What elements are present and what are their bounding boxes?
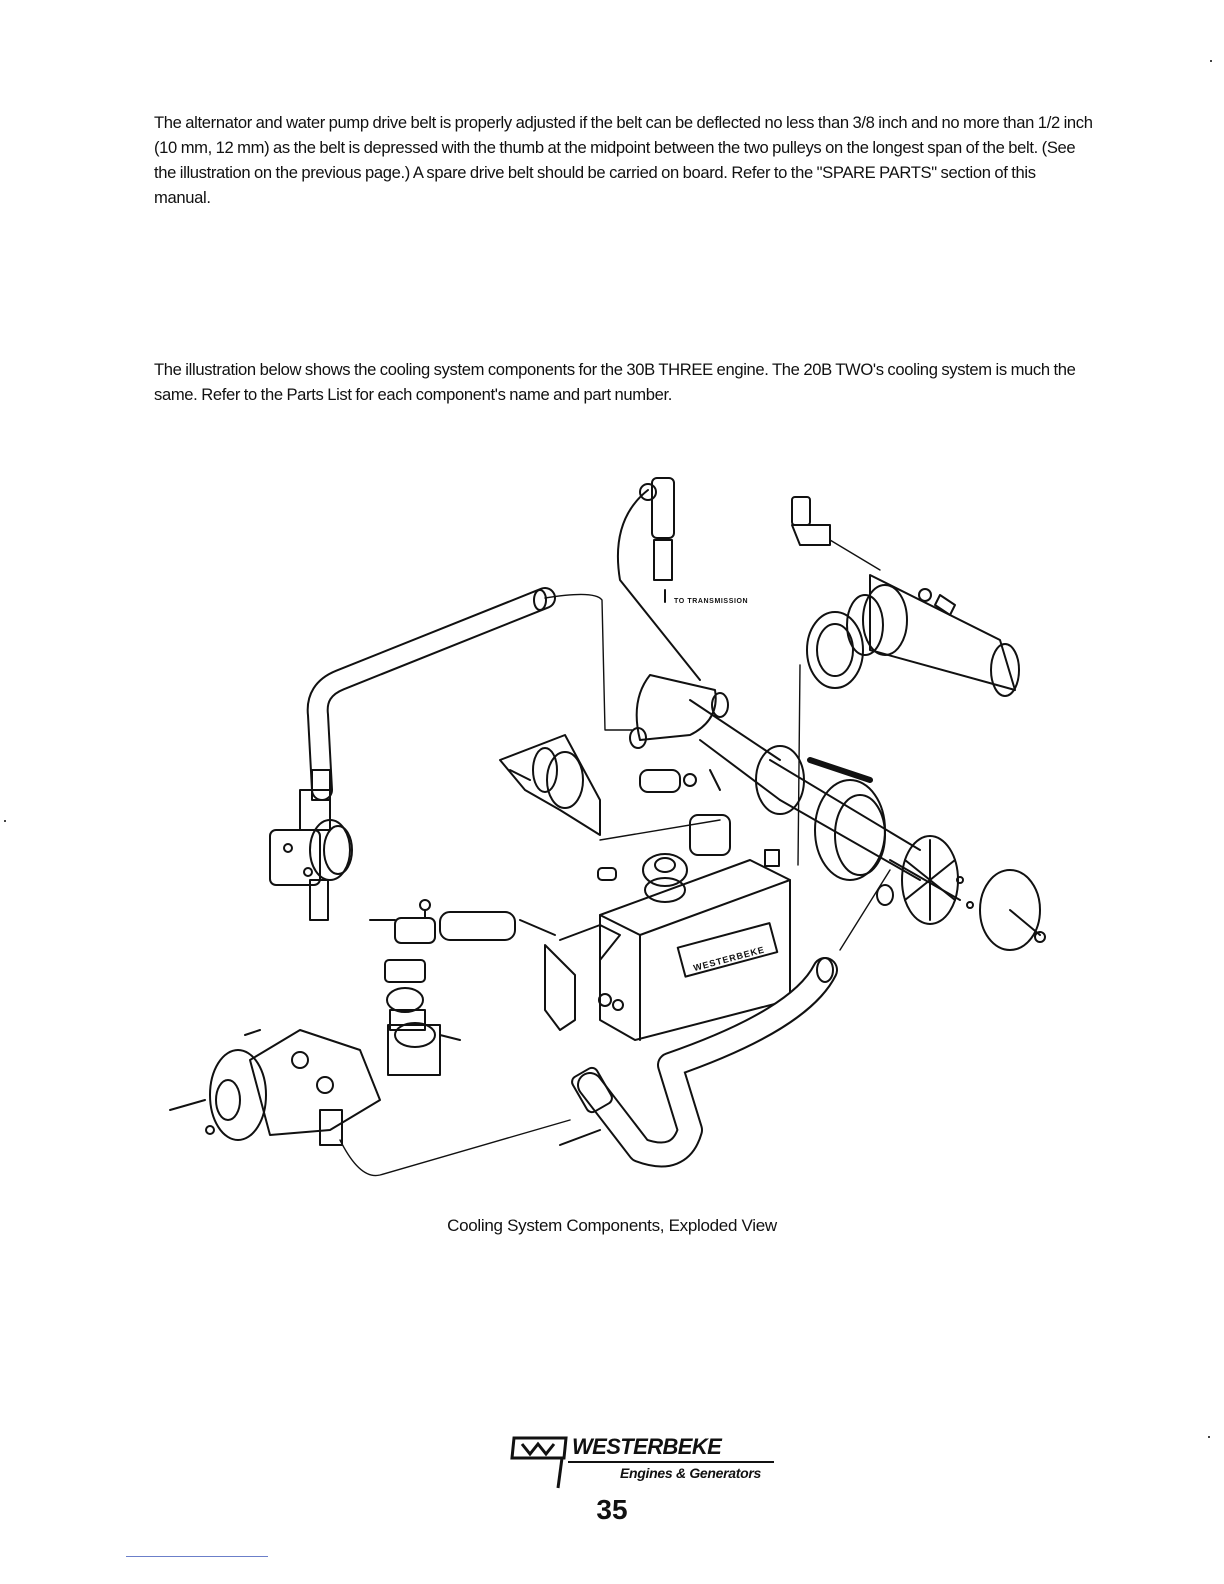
raw-water-pump (169, 1029, 381, 1146)
transmission-line: TO TRANSMISSION (616, 477, 748, 681)
brand-name: WESTERBEKE (572, 1434, 722, 1459)
end-cap-assembly (806, 574, 1020, 697)
scan-speck (1210, 60, 1212, 62)
heat-exchanger (629, 674, 1046, 951)
circulating-pump (269, 789, 353, 921)
thermostat-housing (369, 899, 556, 1076)
elbow-fitting (791, 496, 881, 571)
upper-hose (306, 587, 556, 801)
transmission-callout: TO TRANSMISSION (674, 598, 748, 605)
cooling-system-paragraph: The illustration below shows the cooling… (154, 360, 1076, 404)
scan-speck (4, 820, 6, 822)
belt-adjustment-paragraph: The alternator and water pump drive belt… (154, 113, 1093, 207)
westerbeke-logo: WESTERBEKE Engines & Generators (510, 1432, 780, 1494)
brand-tagline: Engines & Generators (620, 1465, 762, 1481)
cooling-system-diagram: TO TRANSMISSION (169, 477, 1046, 1177)
sender-fittings (639, 769, 780, 867)
lower-hose (559, 957, 838, 1168)
zinc-bracket (499, 734, 601, 836)
page-number: 35 (596, 1494, 628, 1525)
westerbeke-w-icon (510, 1436, 568, 1489)
bottom-rule (126, 1556, 268, 1557)
diagram-caption: Cooling System Components, Exploded View (447, 1216, 777, 1235)
scan-speck (1208, 1436, 1210, 1438)
coolant-recovery-tank: WESTERBEKE (544, 853, 791, 1041)
brand-underline (568, 1461, 774, 1463)
